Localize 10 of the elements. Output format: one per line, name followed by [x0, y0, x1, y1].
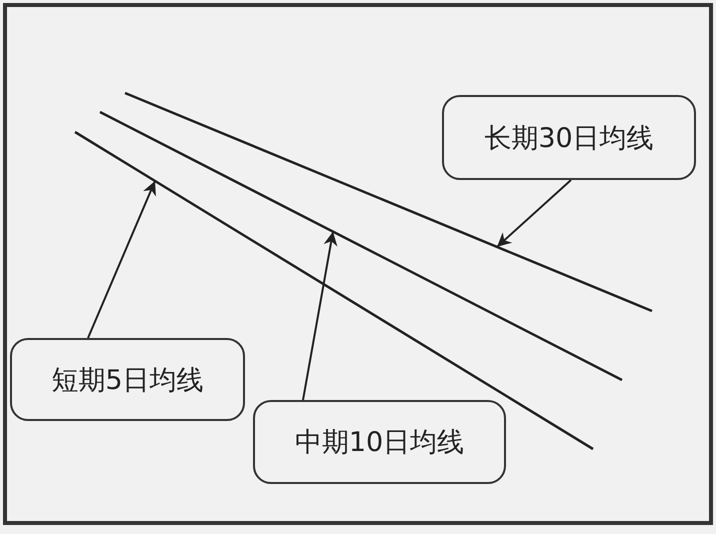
leader-arrow — [496, 179, 572, 248]
callout-box — [10, 338, 245, 421]
callout-box — [253, 400, 506, 484]
leader-arrow — [302, 231, 338, 400]
callout-text: 长期30日均线 — [484, 122, 654, 156]
callout-text: 中期10日均线 — [294, 426, 464, 460]
leader-arrow — [87, 180, 156, 338]
moving-average-line — [124, 92, 652, 312]
callout-box — [442, 95, 696, 180]
callout-text: 短期5日均线 — [51, 364, 204, 398]
